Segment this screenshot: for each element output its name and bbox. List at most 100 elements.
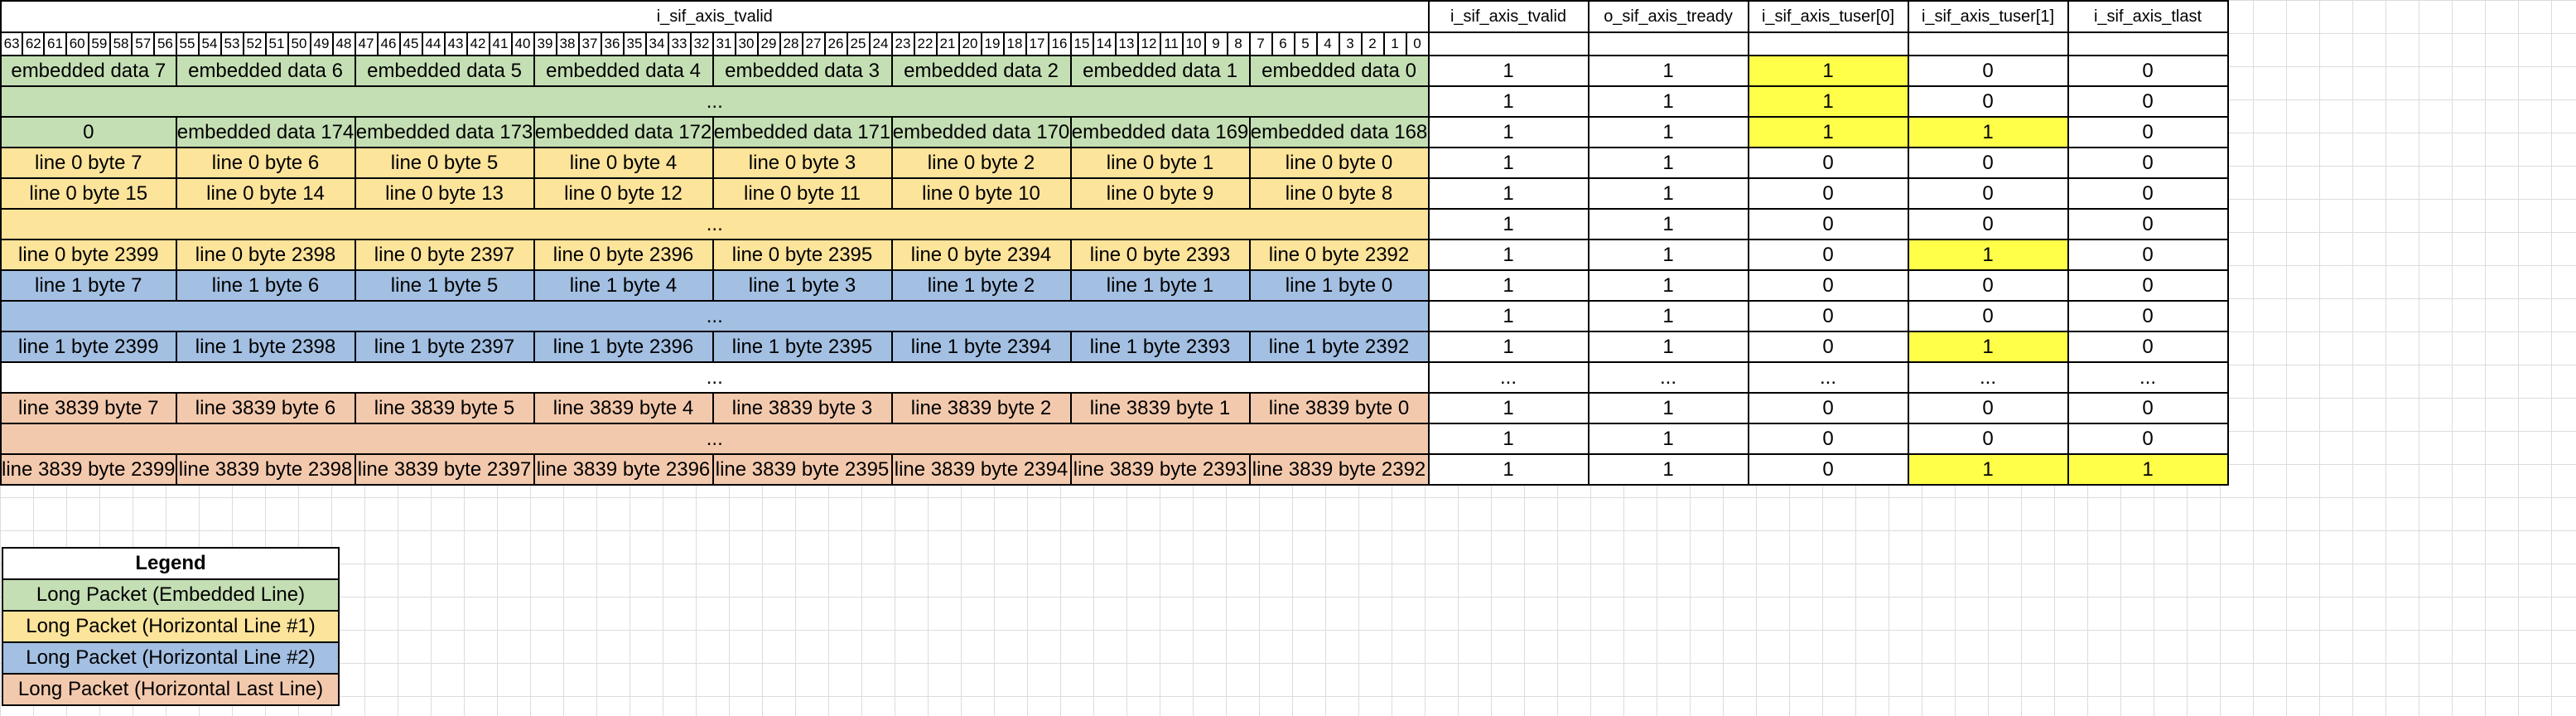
byte-cell[interactable]: embedded data 3 — [712, 55, 893, 87]
tready-value[interactable]: 1 — [1587, 208, 1749, 240]
tlast-value[interactable]: 0 — [2067, 147, 2229, 179]
tuser0-value[interactable]: 1 — [1747, 116, 1909, 148]
byte-cell[interactable]: line 3839 byte 2396 — [533, 453, 714, 486]
tuser0-value[interactable]: 0 — [1747, 269, 1909, 302]
bit-index-cell[interactable]: 2 — [1360, 31, 1385, 56]
tlast-value[interactable]: 0 — [2067, 55, 2229, 87]
byte-cell[interactable]: line 0 byte 6 — [175, 147, 356, 179]
byte-cell[interactable]: line 0 byte 9 — [1069, 177, 1251, 210]
bit-index-cell[interactable]: 48 — [331, 31, 356, 56]
byte-cell[interactable]: line 0 byte 2392 — [1248, 239, 1430, 271]
byte-cell[interactable]: line 3839 byte 2393 — [1069, 453, 1251, 486]
tuser0-value[interactable]: 0 — [1747, 331, 1909, 363]
bit-index-cell[interactable]: 32 — [689, 31, 714, 56]
bit-index-cell[interactable]: 46 — [376, 31, 401, 56]
ellipsis-cell[interactable]: ... — [0, 361, 1430, 394]
tvalid-value[interactable]: ... — [1427, 361, 1589, 394]
tuser0-value[interactable]: 0 — [1747, 239, 1909, 271]
legend-title[interactable]: Legend — [2, 547, 340, 580]
bit-index-cell[interactable]: 25 — [846, 31, 871, 56]
tuser1-value[interactable]: ... — [1907, 361, 2069, 394]
tuser1-value[interactable]: 0 — [1907, 208, 2069, 240]
byte-cell[interactable]: line 0 byte 8 — [1248, 177, 1430, 210]
byte-cell[interactable]: line 0 byte 7 — [0, 147, 177, 179]
bit-index-cell[interactable]: 54 — [197, 31, 222, 56]
bit-index-cell[interactable]: 41 — [488, 31, 513, 56]
byte-cell[interactable]: line 0 byte 2395 — [712, 239, 893, 271]
tvalid-value[interactable]: 1 — [1427, 147, 1589, 179]
byte-cell[interactable]: line 3839 byte 2395 — [712, 453, 893, 486]
byte-cell[interactable]: line 1 byte 4 — [533, 269, 714, 302]
tready-value[interactable]: 1 — [1587, 55, 1749, 87]
bit-index-cell[interactable]: 28 — [779, 31, 803, 56]
byte-cell[interactable]: line 0 byte 5 — [354, 147, 535, 179]
byte-cell[interactable]: line 0 byte 4 — [533, 147, 714, 179]
byte-cell[interactable]: line 1 byte 2392 — [1248, 331, 1430, 363]
tvalid-value[interactable]: 1 — [1427, 300, 1589, 332]
tlast-value[interactable]: 0 — [2067, 392, 2229, 424]
byte-cell[interactable]: embedded data 5 — [354, 55, 535, 87]
bit-index-cell[interactable]: 20 — [958, 31, 982, 56]
bit-index-cell[interactable]: 30 — [734, 31, 759, 56]
byte-cell[interactable]: embedded data 172 — [533, 116, 714, 148]
tlast-value[interactable]: 0 — [2067, 269, 2229, 302]
signal-header-tready[interactable]: o_sif_axis_tready — [1587, 0, 1749, 33]
byte-cell[interactable]: embedded data 6 — [175, 55, 356, 87]
bit-index-cell[interactable]: 44 — [421, 31, 446, 56]
byte-cell[interactable]: line 3839 byte 2397 — [354, 453, 535, 486]
byte-cell[interactable]: line 1 byte 1 — [1069, 269, 1251, 302]
bit-index-cell[interactable]: 5 — [1293, 31, 1318, 56]
bit-index-cell[interactable]: 59 — [87, 31, 111, 56]
tuser1-value[interactable]: 1 — [1907, 331, 2069, 363]
tuser1-value[interactable]: 1 — [1907, 116, 2069, 148]
byte-cell[interactable]: line 1 byte 2395 — [712, 331, 893, 363]
byte-cell[interactable]: line 1 byte 2396 — [533, 331, 714, 363]
tuser1-value[interactable]: 1 — [1907, 453, 2069, 486]
bit-index-cell[interactable]: 31 — [712, 31, 736, 56]
byte-cell[interactable]: embedded data 174 — [175, 116, 356, 148]
byte-cell[interactable]: line 1 byte 2 — [890, 269, 1072, 302]
bit-index-cell[interactable]: 61 — [43, 31, 67, 56]
bit-index-cell[interactable]: 51 — [264, 31, 289, 56]
byte-cell[interactable]: embedded data 171 — [712, 116, 893, 148]
bit-index-cell[interactable]: 37 — [577, 31, 602, 56]
signal-header-tuser1[interactable]: i_sif_axis_tuser[1] — [1907, 0, 2069, 33]
byte-cell[interactable]: line 3839 byte 5 — [354, 392, 535, 424]
byte-cell[interactable]: line 3839 byte 2394 — [890, 453, 1072, 486]
bit-index-cell[interactable]: 38 — [555, 31, 580, 56]
byte-cell[interactable]: line 3839 byte 1 — [1069, 392, 1251, 424]
bit-index-cell[interactable]: 35 — [622, 31, 647, 56]
bit-index-cell[interactable]: 4 — [1315, 31, 1340, 56]
empty-cell[interactable] — [2067, 31, 2229, 56]
byte-cell[interactable]: line 1 byte 3 — [712, 269, 893, 302]
tuser1-value[interactable]: 0 — [1907, 269, 2069, 302]
bit-index-cell[interactable]: 47 — [354, 31, 379, 56]
tuser1-value[interactable]: 0 — [1907, 147, 2069, 179]
bit-index-cell[interactable]: 36 — [600, 31, 625, 56]
byte-cell[interactable]: embedded data 173 — [354, 116, 535, 148]
tuser1-value[interactable]: 0 — [1907, 300, 2069, 332]
bit-index-cell[interactable]: 39 — [533, 31, 557, 56]
byte-cell[interactable]: line 1 byte 2398 — [175, 331, 356, 363]
tvalid-value[interactable]: 1 — [1427, 392, 1589, 424]
tlast-value[interactable]: 0 — [2067, 423, 2229, 455]
tlast-value[interactable]: 0 — [2067, 208, 2229, 240]
bit-index-cell[interactable]: 33 — [667, 31, 692, 56]
tuser1-value[interactable]: 0 — [1907, 423, 2069, 455]
bit-index-cell[interactable]: 19 — [980, 31, 1005, 56]
bit-index-cell[interactable]: 60 — [65, 31, 89, 56]
tuser0-value[interactable]: 0 — [1747, 453, 1909, 486]
tuser1-value[interactable]: 0 — [1907, 55, 2069, 87]
bit-index-cell[interactable]: 57 — [131, 31, 156, 56]
tready-value[interactable]: 1 — [1587, 116, 1749, 148]
tlast-value[interactable]: ... — [2067, 361, 2229, 394]
byte-cell[interactable]: line 1 byte 2394 — [890, 331, 1072, 363]
byte-cell[interactable]: line 0 byte 12 — [533, 177, 714, 210]
tvalid-value[interactable]: 1 — [1427, 269, 1589, 302]
tuser1-value[interactable]: 0 — [1907, 392, 2069, 424]
bit-index-cell[interactable]: 21 — [935, 31, 960, 56]
tuser1-value[interactable]: 0 — [1907, 85, 2069, 118]
tuser0-value[interactable]: 1 — [1747, 55, 1909, 87]
byte-cell[interactable]: line 0 byte 11 — [712, 177, 893, 210]
bit-index-cell[interactable]: 6 — [1271, 31, 1295, 56]
